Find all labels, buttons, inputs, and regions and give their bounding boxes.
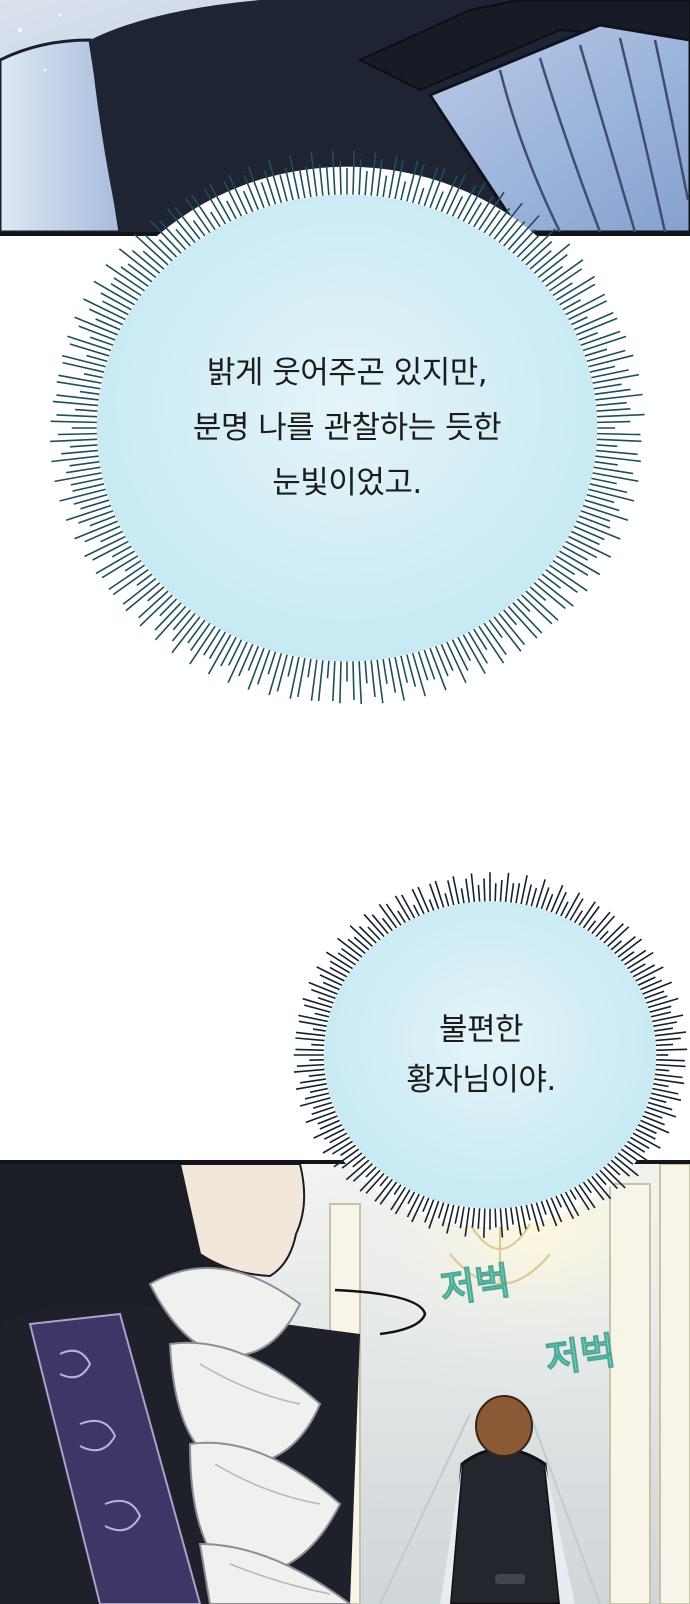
bubble-1-line-3: 눈빛이었고. [272,456,421,511]
bubble-1-line-2: 분명 나를 관찰하는 듯한 [193,401,501,456]
footstep-sfx-1: 저벅 [437,1249,514,1313]
bubble-2-line-1: 불편한 [439,1005,523,1055]
bubble-1-line-1: 밝게 웃어주곤 있지만, [207,346,487,401]
footstep-sfx-2: 저벅 [542,1319,619,1383]
thought-bubble-1: 밝게 웃어주곤 있지만, 분명 나를 관찰하는 듯한 눈빛이었고. [47,148,647,708]
bubble-1-text: 밝게 웃어주곤 있지만, 분명 나를 관찰하는 듯한 눈빛이었고. [47,148,647,708]
bubble-2-text: 불편한 황자님이야. [290,870,690,1240]
thought-bubble-2: 불편한 황자님이야. [290,870,690,1240]
bubble-2-line-2: 황자님이야. [406,1055,555,1105]
